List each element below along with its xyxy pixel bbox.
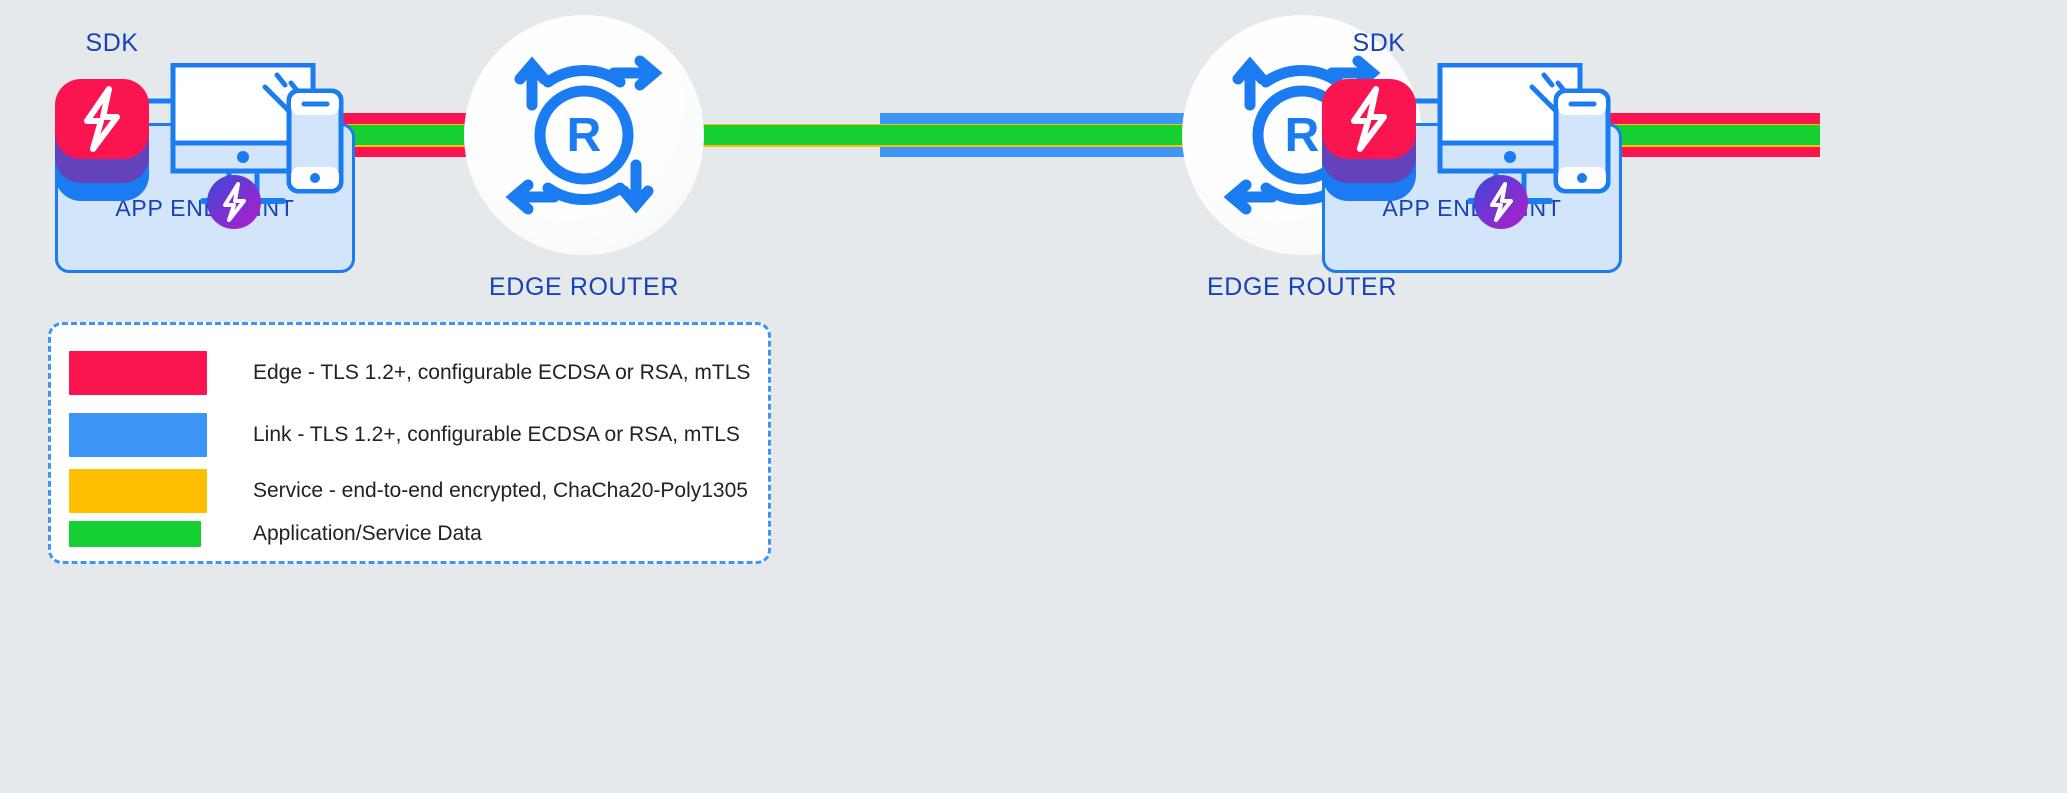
router-disc [464, 15, 704, 255]
sdk-badge-icon [207, 175, 261, 229]
legend-label-edge: Edge - TLS 1.2+, configurable ECDSA or R… [253, 361, 751, 384]
app-endpoint-right[interactable]: APP ENDPOINT SDK [1322, 29, 1622, 273]
legend-swatch-edge [69, 351, 207, 395]
sdk-label: SDK [1352, 29, 1406, 57]
router-icon: R [505, 55, 663, 215]
edge-router-2-label: EDGE ROUTER [1207, 273, 1397, 301]
sdk-stack-icon [1322, 79, 1416, 201]
stripe-link-bottom [880, 144, 1190, 157]
legend-item-data: Application/Service Data [69, 521, 759, 547]
sdk-label: SDK [85, 29, 139, 57]
sdk-badge-icon [1474, 175, 1528, 229]
legend-panel: Edge - TLS 1.2+, configurable ECDSA or R… [48, 322, 771, 564]
legend-label-link: Link - TLS 1.2+, configurable ECDSA or R… [253, 423, 740, 446]
sdk-stack-icon [55, 79, 149, 201]
edge-router-1[interactable]: R EDGE ROUTER [464, 15, 704, 301]
svg-text:R: R [567, 109, 602, 162]
legend-item-service: Service - end-to-end encrypted, ChaCha20… [69, 469, 759, 513]
legend-item-link: Link - TLS 1.2+, configurable ECDSA or R… [69, 413, 759, 457]
legend-swatch-data [69, 521, 201, 547]
stripe-link-top [880, 113, 1190, 126]
legend-label-data: Application/Service Data [253, 522, 482, 545]
legend-label-service: Service - end-to-end encrypted, ChaCha20… [253, 479, 748, 502]
legend-swatch-service [69, 469, 207, 513]
app-endpoint-left[interactable]: APP ENDPOINT SDK [55, 29, 355, 273]
svg-text:R: R [1285, 109, 1320, 162]
legend-item-edge: Edge - TLS 1.2+, configurable ECDSA or R… [69, 351, 759, 395]
edge-router-1-label: EDGE ROUTER [489, 273, 679, 301]
legend-swatch-link [69, 413, 207, 457]
